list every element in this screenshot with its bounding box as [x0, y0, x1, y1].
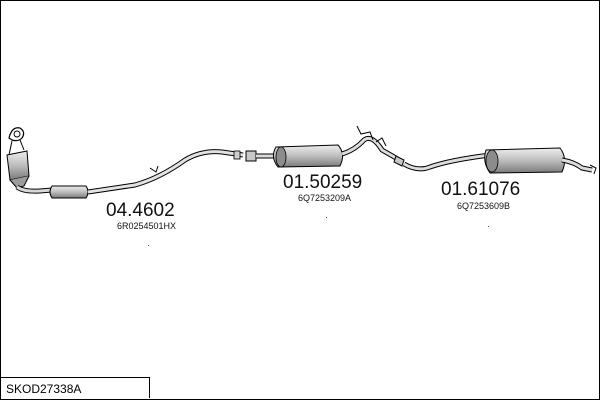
- reference-dot: [488, 226, 489, 227]
- part-number-label: 01.50259: [283, 172, 363, 193]
- reference-code: SKOD27338A: [6, 382, 82, 396]
- oe-number-label: 6R0254501HX: [117, 221, 177, 231]
- centre-silencer-part[interactable]: [245, 125, 398, 168]
- reference-box: SKOD27338A: [0, 377, 150, 398]
- part-number-label: 01.61076: [441, 179, 521, 200]
- part-number-label: 04.4602: [106, 200, 175, 221]
- oe-number-label: 6Q7253609B: [457, 201, 511, 211]
- reference-dot: [148, 245, 149, 246]
- rear-silencer-part[interactable]: [393, 147, 597, 175]
- front-pipe-catalyst-part[interactable]: [6, 127, 244, 199]
- reference-dot: [326, 217, 327, 218]
- oe-number-label: 6Q7253209A: [298, 193, 352, 203]
